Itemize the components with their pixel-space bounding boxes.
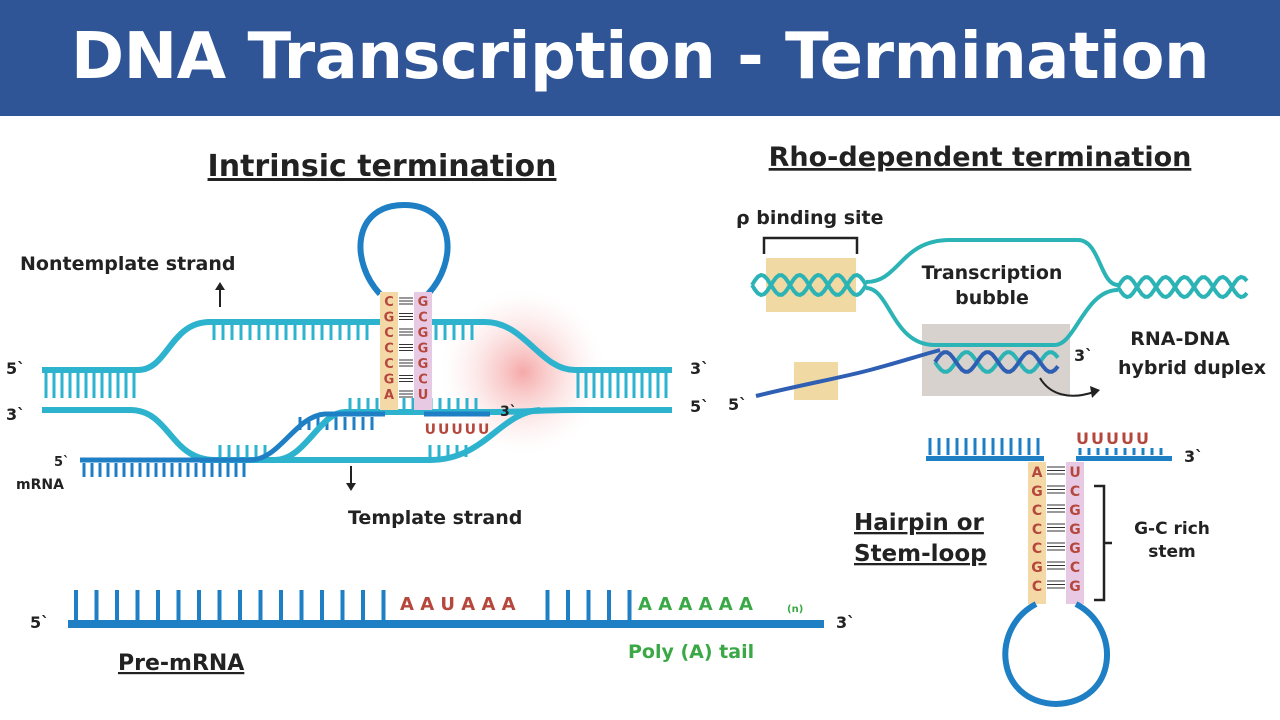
stem-base: U: [418, 388, 429, 403]
template-arrow-head: [346, 483, 356, 491]
stem-base: A: [384, 388, 394, 403]
hairpin-base: A: [1032, 465, 1043, 481]
nontemplate-strand-left: [42, 319, 380, 373]
bubble-label-2: bubble: [955, 287, 1029, 309]
hairpin-rna-left: [926, 456, 1044, 461]
stem-base: G: [418, 357, 429, 372]
template-label: Template strand: [348, 507, 522, 529]
pre-mrna-rungs: [74, 590, 632, 621]
binding-site-bracket: [762, 236, 859, 254]
intrinsic-hairpin-loop: [357, 201, 451, 297]
hairpin-base: C: [1032, 503, 1042, 519]
hybrid-3prime: 3`: [1074, 346, 1093, 365]
stem-right-box: [414, 292, 432, 410]
nontemplate-label: Nontemplate strand: [20, 253, 235, 275]
hairpin-base: G: [1069, 522, 1081, 538]
right-5prime: 5`: [690, 397, 709, 416]
dna-helix-right-a: [1116, 274, 1249, 300]
hairpin-base: U: [1069, 465, 1080, 481]
rho-5prime: 5`: [728, 395, 747, 414]
binding-site-label: ρ binding site: [736, 207, 884, 229]
mrna-3prime-label: 3`: [500, 404, 517, 420]
stem-base: G: [418, 342, 429, 357]
hairpin-base: C: [1032, 579, 1042, 595]
stem-base: C: [384, 357, 394, 372]
stem-base: C: [418, 311, 428, 326]
hairpin-rna-right: [1076, 456, 1172, 461]
stem-base: C: [384, 342, 394, 357]
bubble-top-strand: [865, 238, 1119, 287]
stem-base: C: [384, 295, 394, 310]
stem-base: C: [384, 326, 394, 341]
page-title: DNA Transcription - Termination: [70, 20, 1210, 94]
gc-label-1: G-C rich: [1134, 519, 1210, 539]
pre-mrna-panel: A A U A A A A A A A A A (n) 5` 3` Pre-mR…: [30, 590, 855, 676]
hairpin-3prime: 3`: [1184, 447, 1203, 466]
hairpin-base: G: [1031, 560, 1043, 576]
stem-left-box: [380, 292, 398, 410]
hybrid-rna: [933, 350, 1060, 374]
pre-mrna-backbone: [68, 620, 824, 628]
nontemplate-strand-right: [430, 319, 672, 373]
uuuuu-tail: UUUUU: [425, 422, 492, 438]
hybrid-label-2: hybrid duplex: [1118, 357, 1266, 379]
pre-mrna-3prime: 3`: [836, 613, 855, 632]
right-3prime: 3`: [690, 359, 709, 378]
hybrid-pointer-head: [1090, 386, 1100, 398]
pre-mrna-5prime: 5`: [30, 613, 49, 632]
stem-base: C: [418, 373, 428, 388]
bubble-bottom-strand: [865, 286, 1119, 347]
title-banner: [0, 0, 1280, 116]
dna-helix-left-b: [750, 272, 868, 298]
pre-mrna-label: Pre-mRNA: [118, 651, 244, 676]
poly-a-tail-label: Poly (A) tail: [628, 641, 754, 663]
stem-base: G: [384, 311, 395, 326]
mrna-5prime: 5`: [54, 455, 70, 470]
hairpin-stem-left-box: [1028, 462, 1046, 604]
intrinsic-heading: Intrinsic termination: [208, 149, 557, 184]
left-5prime: 5`: [6, 359, 25, 378]
hairpin-loop: [1002, 601, 1110, 708]
poly-a-subscript: (n): [787, 604, 803, 615]
hairpin-base: G: [1031, 484, 1043, 500]
hairpin-base: G: [1069, 503, 1081, 519]
rho-dependent-panel: Rho-dependent termination ρ binding site…: [728, 142, 1266, 414]
left-3prime: 3`: [6, 405, 25, 424]
hairpin-uuuuu: UUUUU: [1076, 429, 1151, 448]
poly-a-sequence: A A A A A A: [638, 594, 753, 615]
hairpin-base: C: [1070, 560, 1080, 576]
hairpin-base: G: [1069, 579, 1081, 595]
template-strand-lower: [200, 407, 541, 463]
hairpin-base: C: [1032, 541, 1042, 557]
bubble-label-1: Transcription: [922, 262, 1063, 284]
hairpin-base: C: [1032, 522, 1042, 538]
rho-heading: Rho-dependent termination: [769, 142, 1192, 173]
hairpin-base: C: [1070, 484, 1080, 500]
stem-base: G: [418, 295, 429, 310]
stem-base: G: [384, 373, 395, 388]
hairpin-base: G: [1069, 541, 1081, 557]
hairpin-stem-right-box: [1066, 462, 1084, 604]
gc-label-2: stem: [1148, 542, 1196, 562]
hybrid-label-1: RNA-DNA: [1130, 328, 1230, 350]
hybrid-pointer: [1039, 377, 1095, 397]
rho-rna-strand: [755, 348, 941, 398]
stem-base: G: [418, 326, 429, 341]
hairpin-rungs: [928, 438, 1163, 455]
nontemplate-rungs: [44, 325, 668, 398]
gc-bracket: [1094, 484, 1106, 602]
hairpin-label-2: Stem-loop: [854, 541, 987, 567]
mrna-strand: [80, 411, 385, 463]
dna-helix-right-b: [1116, 274, 1249, 300]
hairpin-label-1: Hairpin or: [854, 510, 985, 536]
mrna-label: mRNA: [16, 477, 64, 493]
aauaaa-signal: A A U A A A: [400, 594, 516, 615]
nontemplate-arrow-head: [215, 282, 225, 290]
